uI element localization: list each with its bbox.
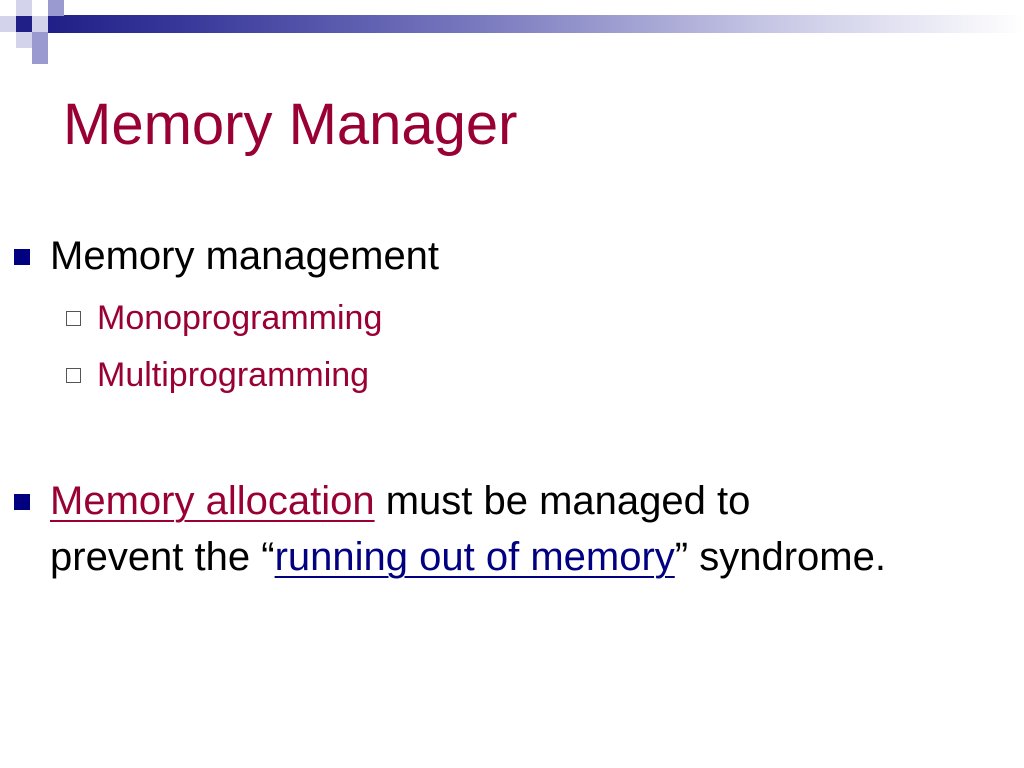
bullet-square-icon [14, 249, 30, 265]
bullet-memory-management: Memory management [50, 234, 440, 278]
subitem-monoprogramming: Monoprogramming [97, 299, 383, 337]
bullet-memory-allocation-line1: Memory allocation must be managed to [50, 473, 750, 529]
header-decoration [0, 0, 1024, 70]
header-square [16, 32, 32, 48]
bullet-memory-allocation-line2: prevent the “running out of memory” synd… [50, 529, 886, 585]
bullet-text: ” syndrome. [674, 535, 886, 579]
bullet-square-icon [14, 494, 30, 510]
subitem-multiprogramming: Multiprogramming [97, 356, 370, 394]
header-square [32, 16, 48, 32]
header-square [0, 16, 16, 32]
running-out-of-memory-link[interactable]: running out of memory [274, 535, 675, 579]
header-square [16, 0, 32, 16]
header-square [32, 32, 48, 48]
header-square [0, 32, 16, 48]
bullet-text: prevent the “ [50, 535, 275, 579]
header-square [16, 16, 32, 32]
memory-allocation-link[interactable]: Memory allocation [50, 479, 375, 523]
header-square [32, 0, 48, 16]
checkbox-square-icon [66, 368, 81, 383]
checkbox-square-icon [66, 311, 81, 326]
header-gradient-bar [48, 15, 1024, 33]
header-square [48, 0, 64, 16]
header-square [32, 48, 48, 64]
bullet-text: must be managed to [374, 479, 751, 523]
slide-title: Memory Manager [63, 92, 518, 157]
header-square [0, 0, 16, 16]
